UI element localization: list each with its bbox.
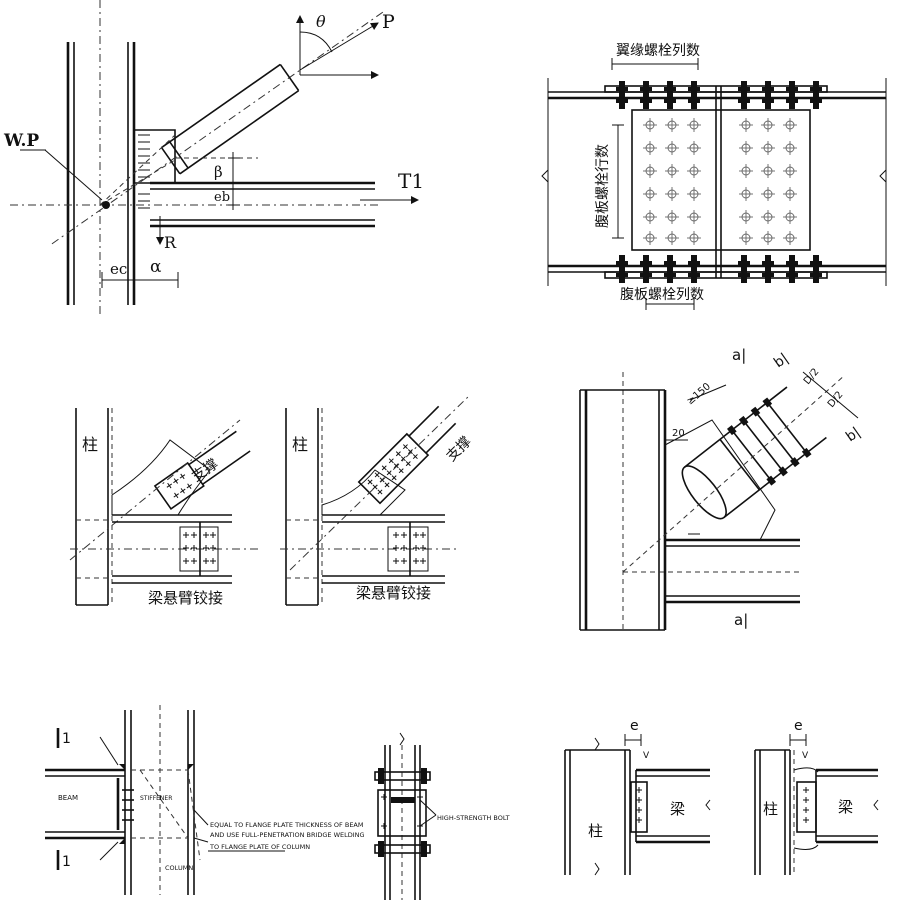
panel-moment-connection: 1 1 BEAM STIFFENER EQUAL TO F xyxy=(45,705,365,895)
column-label: COLUMN xyxy=(165,864,193,872)
web-bolt-columns-label: 腹板螺栓列数 xyxy=(620,286,704,303)
beam-label-8: 梁 xyxy=(838,798,853,816)
dim-20: 20 xyxy=(672,428,685,439)
dim-v-8: V xyxy=(802,751,809,761)
section-b-bottom: b| xyxy=(843,424,863,445)
dim-v-7: V xyxy=(643,751,650,761)
alpha-label: α xyxy=(150,257,162,277)
dim-e-8: e xyxy=(794,718,803,734)
dim-150: ≥150 xyxy=(685,381,713,407)
section-b-top: b| xyxy=(771,350,791,371)
section-a-top: a| xyxy=(732,346,746,364)
panel-work-point-detail: W.P P θ β eb T1 R ec α xyxy=(3,0,424,315)
dim-e-7: e xyxy=(630,718,639,734)
ec-label: ec xyxy=(110,260,127,278)
wp-label: W.P xyxy=(3,131,39,151)
t1-label: T1 xyxy=(398,169,424,193)
brace-label-right: 支撑 xyxy=(444,434,475,465)
gusset-left xyxy=(111,439,211,516)
web-bolt-rows-label: 腹板螺栓行数 xyxy=(594,144,611,228)
web-splice-plate xyxy=(631,109,811,251)
column-label-right: 柱 xyxy=(292,435,308,454)
r-label: R xyxy=(164,233,177,252)
note-line3: TO FLANGE PLATE OF COLUMN xyxy=(209,843,310,851)
work-point xyxy=(102,201,110,209)
panel-bolted-plate: HIGH-STRENGTH BOLT xyxy=(374,732,510,900)
beta-label: β xyxy=(214,163,223,181)
dim-d2-2: D/2 xyxy=(826,389,846,409)
beam-label: BEAM xyxy=(58,794,78,802)
section-1-top: 1 xyxy=(62,731,71,747)
flange-bolt-columns-label: 翼缘螺栓列数 xyxy=(616,43,700,59)
panel-shear-connection-2: 柱 梁 e V xyxy=(754,718,879,875)
note-line2: AND USE FULL-PENETRATION BRIDGE WELDING xyxy=(210,831,365,839)
column-label-8: 柱 xyxy=(763,800,778,818)
dim-d2-1: D/2 xyxy=(802,366,822,386)
stiffener-note: STIFFENER xyxy=(140,795,172,802)
panel-brace-gusset-left: 柱 支撑 梁悬臂铰接 xyxy=(69,408,260,607)
column-label-7: 柱 xyxy=(588,822,603,840)
caption-right: 梁悬臂铰接 xyxy=(356,584,431,602)
beam-label-7: 梁 xyxy=(670,800,685,818)
gusset-right xyxy=(321,469,406,516)
panel-brace-gusset-right: 柱 支撑 梁悬臂铰接 xyxy=(280,394,475,606)
force-p-label: P xyxy=(382,11,395,33)
tube-gusset xyxy=(664,419,776,541)
section-1-bottom: 1 xyxy=(62,854,71,870)
eb-label: eb xyxy=(214,190,230,205)
bolt-note: HIGH-STRENGTH BOLT xyxy=(437,814,510,822)
note-line1: EQUAL TO FLANGE PLATE THICKNESS OF BEAM xyxy=(210,821,363,829)
panel-tube-brace: a| a| b| b| ≥150 D/2 D/2 20 xyxy=(579,346,863,632)
caption-left: 梁悬臂铰接 xyxy=(148,589,223,607)
panel-shear-connection-1: 柱 梁 e V xyxy=(564,718,711,876)
theta-label: θ xyxy=(316,12,326,31)
section-a-bottom: a| xyxy=(734,611,748,629)
panel-beam-splice: 翼缘螺栓列数 xyxy=(541,43,887,310)
column-label-left: 柱 xyxy=(82,435,98,454)
